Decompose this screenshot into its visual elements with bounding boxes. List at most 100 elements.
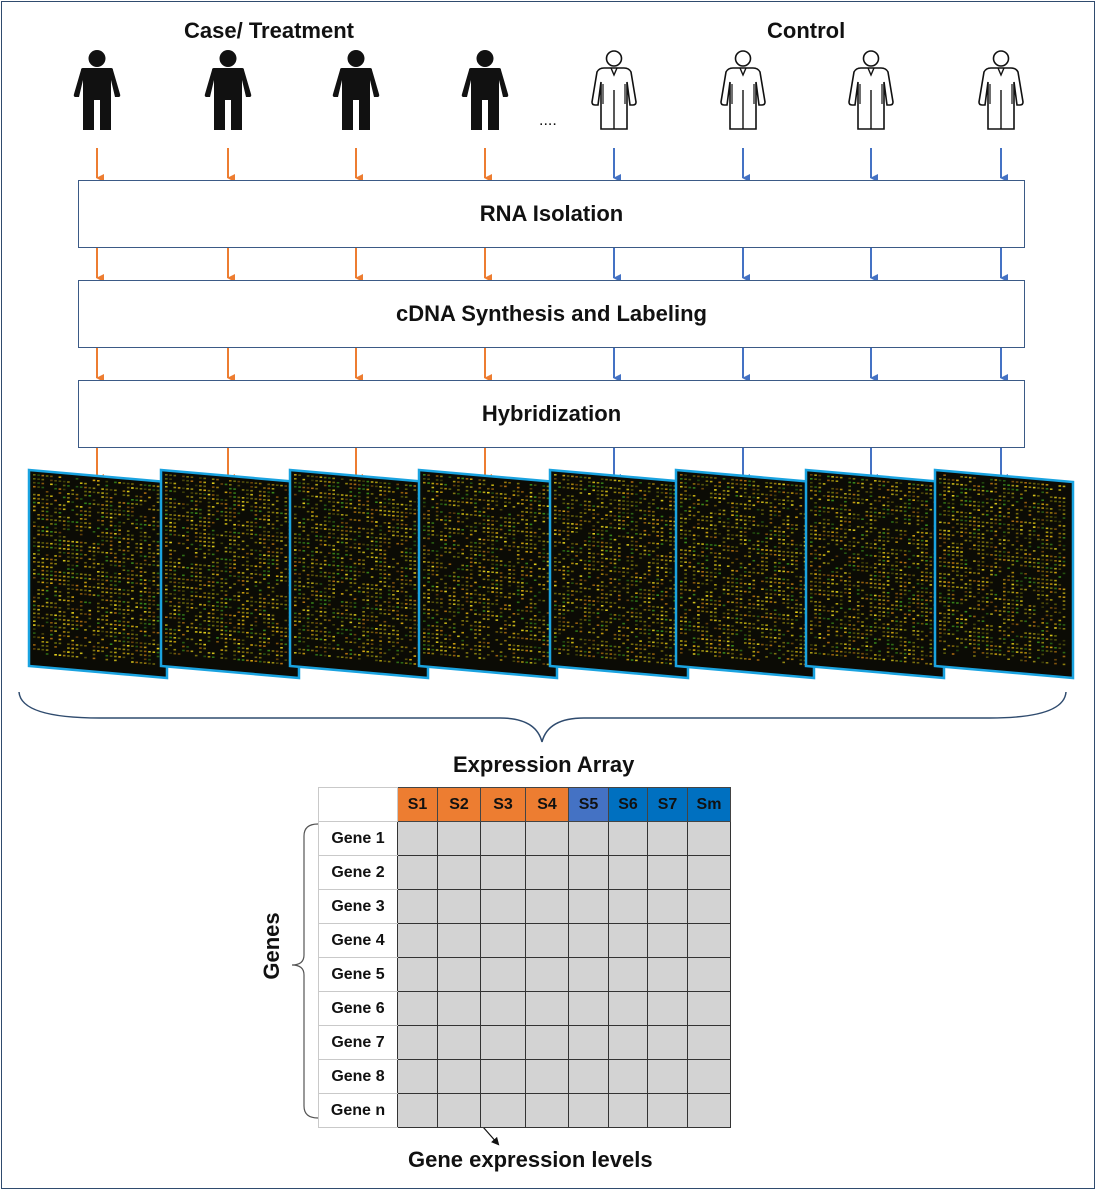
expression-cell	[687, 957, 731, 992]
cdna-synthesis-box: cDNA Synthesis and Labeling	[78, 280, 1025, 348]
microarray-chip-icon	[804, 468, 946, 680]
expression-cell	[397, 889, 438, 924]
table-row: Gene 7	[318, 1025, 731, 1060]
expression-cell	[480, 855, 526, 890]
expression-cell	[480, 923, 526, 958]
expression-cell	[437, 1093, 481, 1128]
microarray-chip-icon	[159, 468, 301, 680]
gene-expression-levels-label: Gene expression levels	[408, 1147, 653, 1172]
genes-axis-label: Genes	[259, 912, 284, 980]
table-row: Gene 1	[318, 821, 731, 856]
gene-row-label: Gene 6	[318, 991, 398, 1026]
expression-cell	[568, 923, 609, 958]
sample-header-cell: S1	[397, 787, 438, 822]
expression-cell	[687, 821, 731, 856]
rna-isolation-label: RNA Isolation	[479, 201, 624, 226]
expression-cell	[608, 1025, 648, 1060]
expression-cell	[687, 923, 731, 958]
outline-person-icon	[848, 50, 894, 130]
table-row: Gene n	[318, 1093, 731, 1128]
expression-cell	[568, 1093, 609, 1128]
rna-isolation-box: RNA Isolation	[78, 180, 1025, 248]
expression-cell	[437, 1059, 481, 1094]
expression-cell	[480, 957, 526, 992]
expression-cell	[397, 1025, 438, 1060]
expression-cell	[525, 855, 569, 890]
expression-cell	[397, 1059, 438, 1094]
sample-header-cell: S7	[647, 787, 688, 822]
expression-cell	[568, 991, 609, 1026]
expression-cell	[397, 923, 438, 958]
table-row: Gene 3	[318, 889, 731, 924]
expression-cell	[568, 821, 609, 856]
persons-layer	[73, 50, 1024, 130]
expression-cell	[525, 923, 569, 958]
solid-person-icon	[332, 50, 380, 130]
expression-cell	[647, 889, 688, 924]
expression-cell	[397, 855, 438, 890]
expression-cell	[480, 1025, 526, 1060]
outline-person-icon	[591, 50, 637, 130]
expression-cell	[525, 889, 569, 924]
microarray-chip-icon	[933, 468, 1075, 680]
gene-row-label: Gene n	[318, 1093, 398, 1128]
gene-row-label: Gene 7	[318, 1025, 398, 1060]
expression-cell	[437, 1025, 481, 1060]
expression-cell	[687, 1059, 731, 1094]
outline-person-icon	[720, 50, 766, 130]
expression-cell	[687, 1025, 731, 1060]
sample-header-cell: S4	[525, 787, 569, 822]
arrows-layer	[96, 148, 1008, 482]
gene-row-label: Gene 2	[318, 855, 398, 890]
expression-cell	[608, 821, 648, 856]
table-row: Gene 4	[318, 923, 731, 958]
gene-row-label: Gene 5	[318, 957, 398, 992]
table-row: Gene 5	[318, 957, 731, 992]
expression-cell	[525, 991, 569, 1026]
expression-cell	[608, 1059, 648, 1094]
expression-cell	[480, 991, 526, 1026]
genes-brace	[291, 823, 319, 1119]
expression-cell	[480, 889, 526, 924]
microarray-chip-icon	[288, 468, 430, 680]
expression-cell	[525, 821, 569, 856]
expression-cell	[647, 957, 688, 992]
expression-cell	[647, 821, 688, 856]
microarray-chip-icon	[417, 468, 559, 680]
expression-cell	[480, 1059, 526, 1094]
sample-header-cell: S5	[568, 787, 609, 822]
gene-row-label: Gene 3	[318, 889, 398, 924]
expression-cell	[568, 1025, 609, 1060]
microarray-chip-icon	[674, 468, 816, 680]
expression-array-title: Expression Array	[453, 752, 635, 777]
ellipsis-label: ....	[539, 112, 557, 129]
expression-cell	[608, 923, 648, 958]
case-treatment-label: Case/ Treatment	[184, 18, 354, 43]
table-corner-cell	[318, 787, 398, 822]
expression-cell	[568, 889, 609, 924]
expression-cell	[608, 991, 648, 1026]
expression-cell	[437, 923, 481, 958]
expression-cell	[437, 889, 481, 924]
expression-cell	[437, 855, 481, 890]
table-row: Gene 2	[318, 855, 731, 890]
microarray-chip-icon	[548, 468, 690, 680]
gene-row-label: Gene 8	[318, 1059, 398, 1094]
expression-cell	[480, 821, 526, 856]
cdna-synthesis-label: cDNA Synthesis and Labeling	[396, 301, 707, 326]
control-label: Control	[767, 18, 846, 43]
solid-person-icon	[204, 50, 252, 130]
table-row: Gene 8	[318, 1059, 731, 1094]
sample-header-cell: S2	[437, 787, 481, 822]
expression-cell	[397, 991, 438, 1026]
expression-cell	[568, 855, 609, 890]
expression-cell	[397, 821, 438, 856]
sample-header-cell: S3	[480, 787, 526, 822]
gene-row-label: Gene 1	[318, 821, 398, 856]
table-row: Gene 6	[318, 991, 731, 1026]
expression-cell	[647, 1025, 688, 1060]
solid-person-icon	[461, 50, 509, 130]
